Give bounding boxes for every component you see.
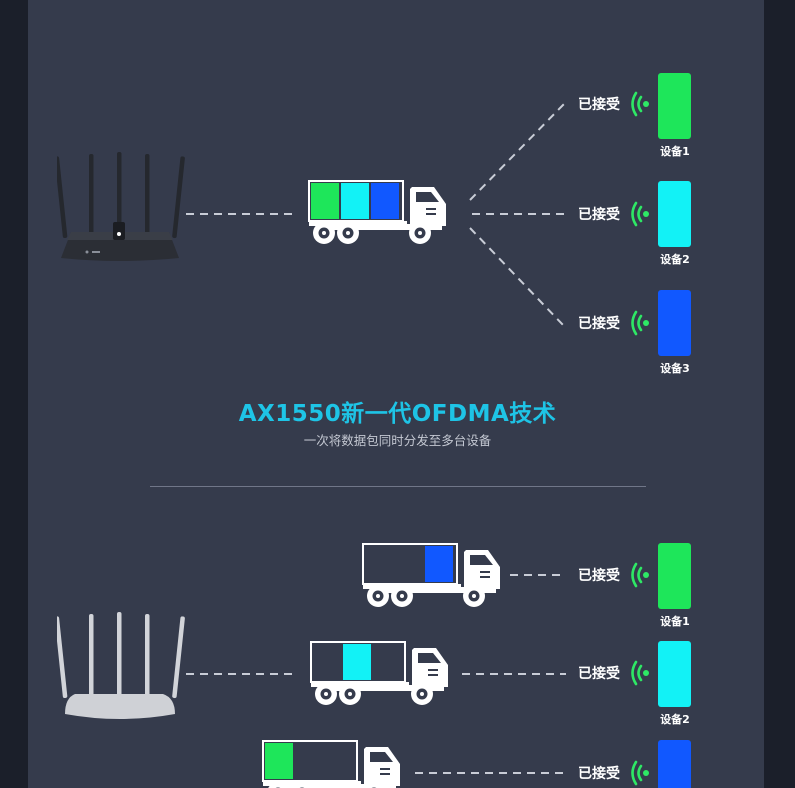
device-1-phone — [658, 543, 691, 609]
truck-wheel — [268, 782, 288, 788]
cargo-block — [311, 183, 339, 219]
received-label: 已接受 — [578, 97, 620, 113]
truck-1 — [362, 543, 500, 607]
section-title: AX1550新一代OFDMA技术 — [238, 401, 557, 427]
device-2-phone — [658, 641, 691, 707]
wifi-signal-icon — [631, 760, 649, 786]
cargo-block — [425, 546, 453, 582]
received-label: 已接受 — [578, 316, 620, 332]
wifi-signal-icon — [631, 201, 649, 227]
truck-2 — [310, 641, 448, 705]
wifi-signal-icon — [631, 562, 649, 588]
router-old-icon — [57, 612, 185, 719]
truck-to-device3-line — [469, 227, 565, 327]
received-label: 已接受 — [578, 568, 620, 584]
router-new-icon — [57, 152, 185, 261]
device-2-label: 设备2 — [660, 253, 690, 266]
cargo-block — [371, 183, 399, 219]
received-label: 已接受 — [578, 207, 620, 223]
content-panel — [28, 0, 764, 788]
device-1-label: 设备1 — [660, 145, 690, 158]
device-3-phone — [658, 740, 691, 788]
device-3-phone — [658, 290, 691, 356]
device-2-label: 设备2 — [660, 713, 690, 726]
device-2-phone — [658, 181, 691, 247]
wifi-signal-icon — [631, 660, 649, 686]
truck-wheel — [364, 782, 384, 788]
wifi-signal-icon — [631, 310, 649, 336]
truck-to-device1-line — [469, 103, 565, 201]
section-subtitle: 一次将数据包同时分发至多台设备 — [303, 433, 492, 448]
section-divider — [150, 486, 646, 487]
wifi-signal-icon — [631, 91, 649, 117]
truck-3 — [262, 740, 400, 788]
device-1-phone — [658, 73, 691, 139]
truck-wheel — [292, 782, 312, 788]
device-3-label: 设备3 — [660, 362, 690, 375]
cargo-block — [341, 183, 369, 219]
cargo-block — [265, 743, 293, 779]
device-1-label: 设备1 — [660, 615, 690, 628]
received-label: 已接受 — [578, 666, 620, 682]
cargo-block — [343, 644, 371, 680]
received-label: 已接受 — [578, 766, 620, 782]
truck-full — [308, 180, 446, 244]
